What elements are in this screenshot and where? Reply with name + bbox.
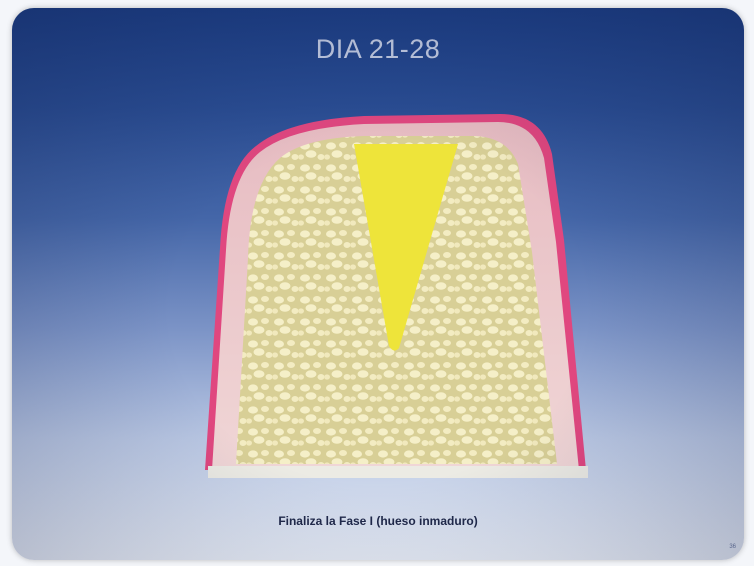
slide-number: 36	[729, 544, 736, 550]
bone-cross-section-icon	[12, 8, 744, 560]
base-strip	[208, 466, 588, 478]
presentation-slide: DIA 21-28	[12, 8, 744, 560]
slide-caption: Finaliza la Fase I (hueso inmaduro)	[12, 514, 744, 528]
